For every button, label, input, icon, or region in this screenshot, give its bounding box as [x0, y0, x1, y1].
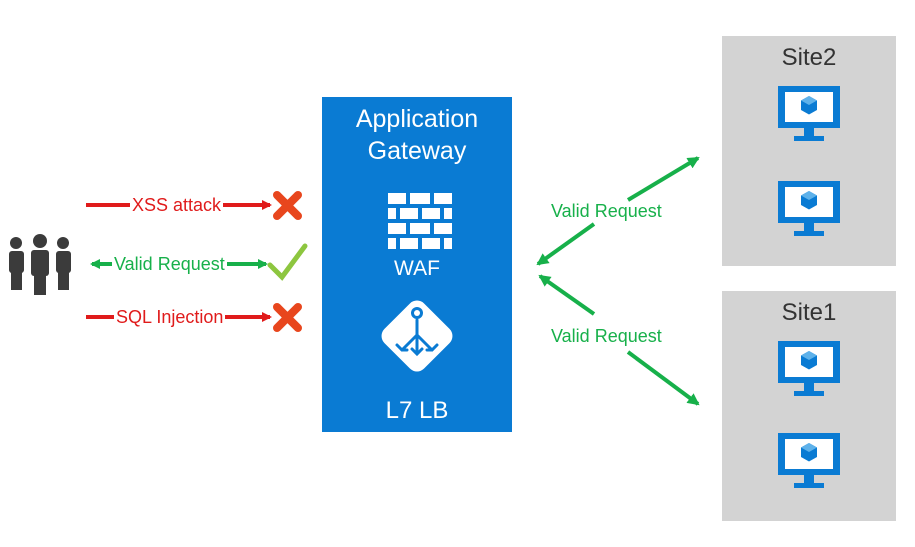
users-icon [9, 234, 71, 295]
valid-request-arrow-site1-in [538, 274, 596, 316]
site-box-site1: Site1 [722, 291, 896, 521]
virtual-machine-icon [778, 433, 840, 488]
load-balancer-icon [381, 300, 453, 372]
virtual-machine-icon [778, 181, 840, 236]
valid-request-arrow-site2-in [536, 222, 596, 266]
firewall-icon [388, 193, 452, 249]
valid-request-arrow-site2-out [626, 156, 700, 202]
valid-request-arrow-site1-out [626, 350, 700, 406]
check-mark-icon [267, 243, 308, 281]
waf-label: WAF [394, 257, 440, 280]
site-title: Site1 [781, 299, 837, 326]
site-box-site2: Site2 [722, 36, 896, 266]
flow-label-xss: XSS attack [130, 195, 224, 215]
x-mark-icon [273, 303, 302, 332]
flow-label-sql-injection: SQL Injection [114, 307, 226, 327]
x-mark-icon [273, 191, 302, 220]
gateway-title-line1: Application [355, 105, 479, 133]
application-gateway: Application Gateway WAF L7 LB [322, 97, 512, 432]
virtual-machine-icon [778, 86, 840, 141]
virtual-machine-icon [778, 341, 840, 396]
flow-label-valid-request-site1: Valid Request [551, 326, 662, 346]
site-title: Site2 [781, 44, 837, 71]
gateway-title-line2: Gateway [367, 137, 467, 165]
flow-label-valid-request-site2: Valid Request [551, 201, 662, 221]
gateway-title: Application Gateway [322, 103, 512, 167]
l7-lb-label: L7 LB [385, 397, 449, 424]
flow-label-valid-request: Valid Request [112, 254, 227, 274]
